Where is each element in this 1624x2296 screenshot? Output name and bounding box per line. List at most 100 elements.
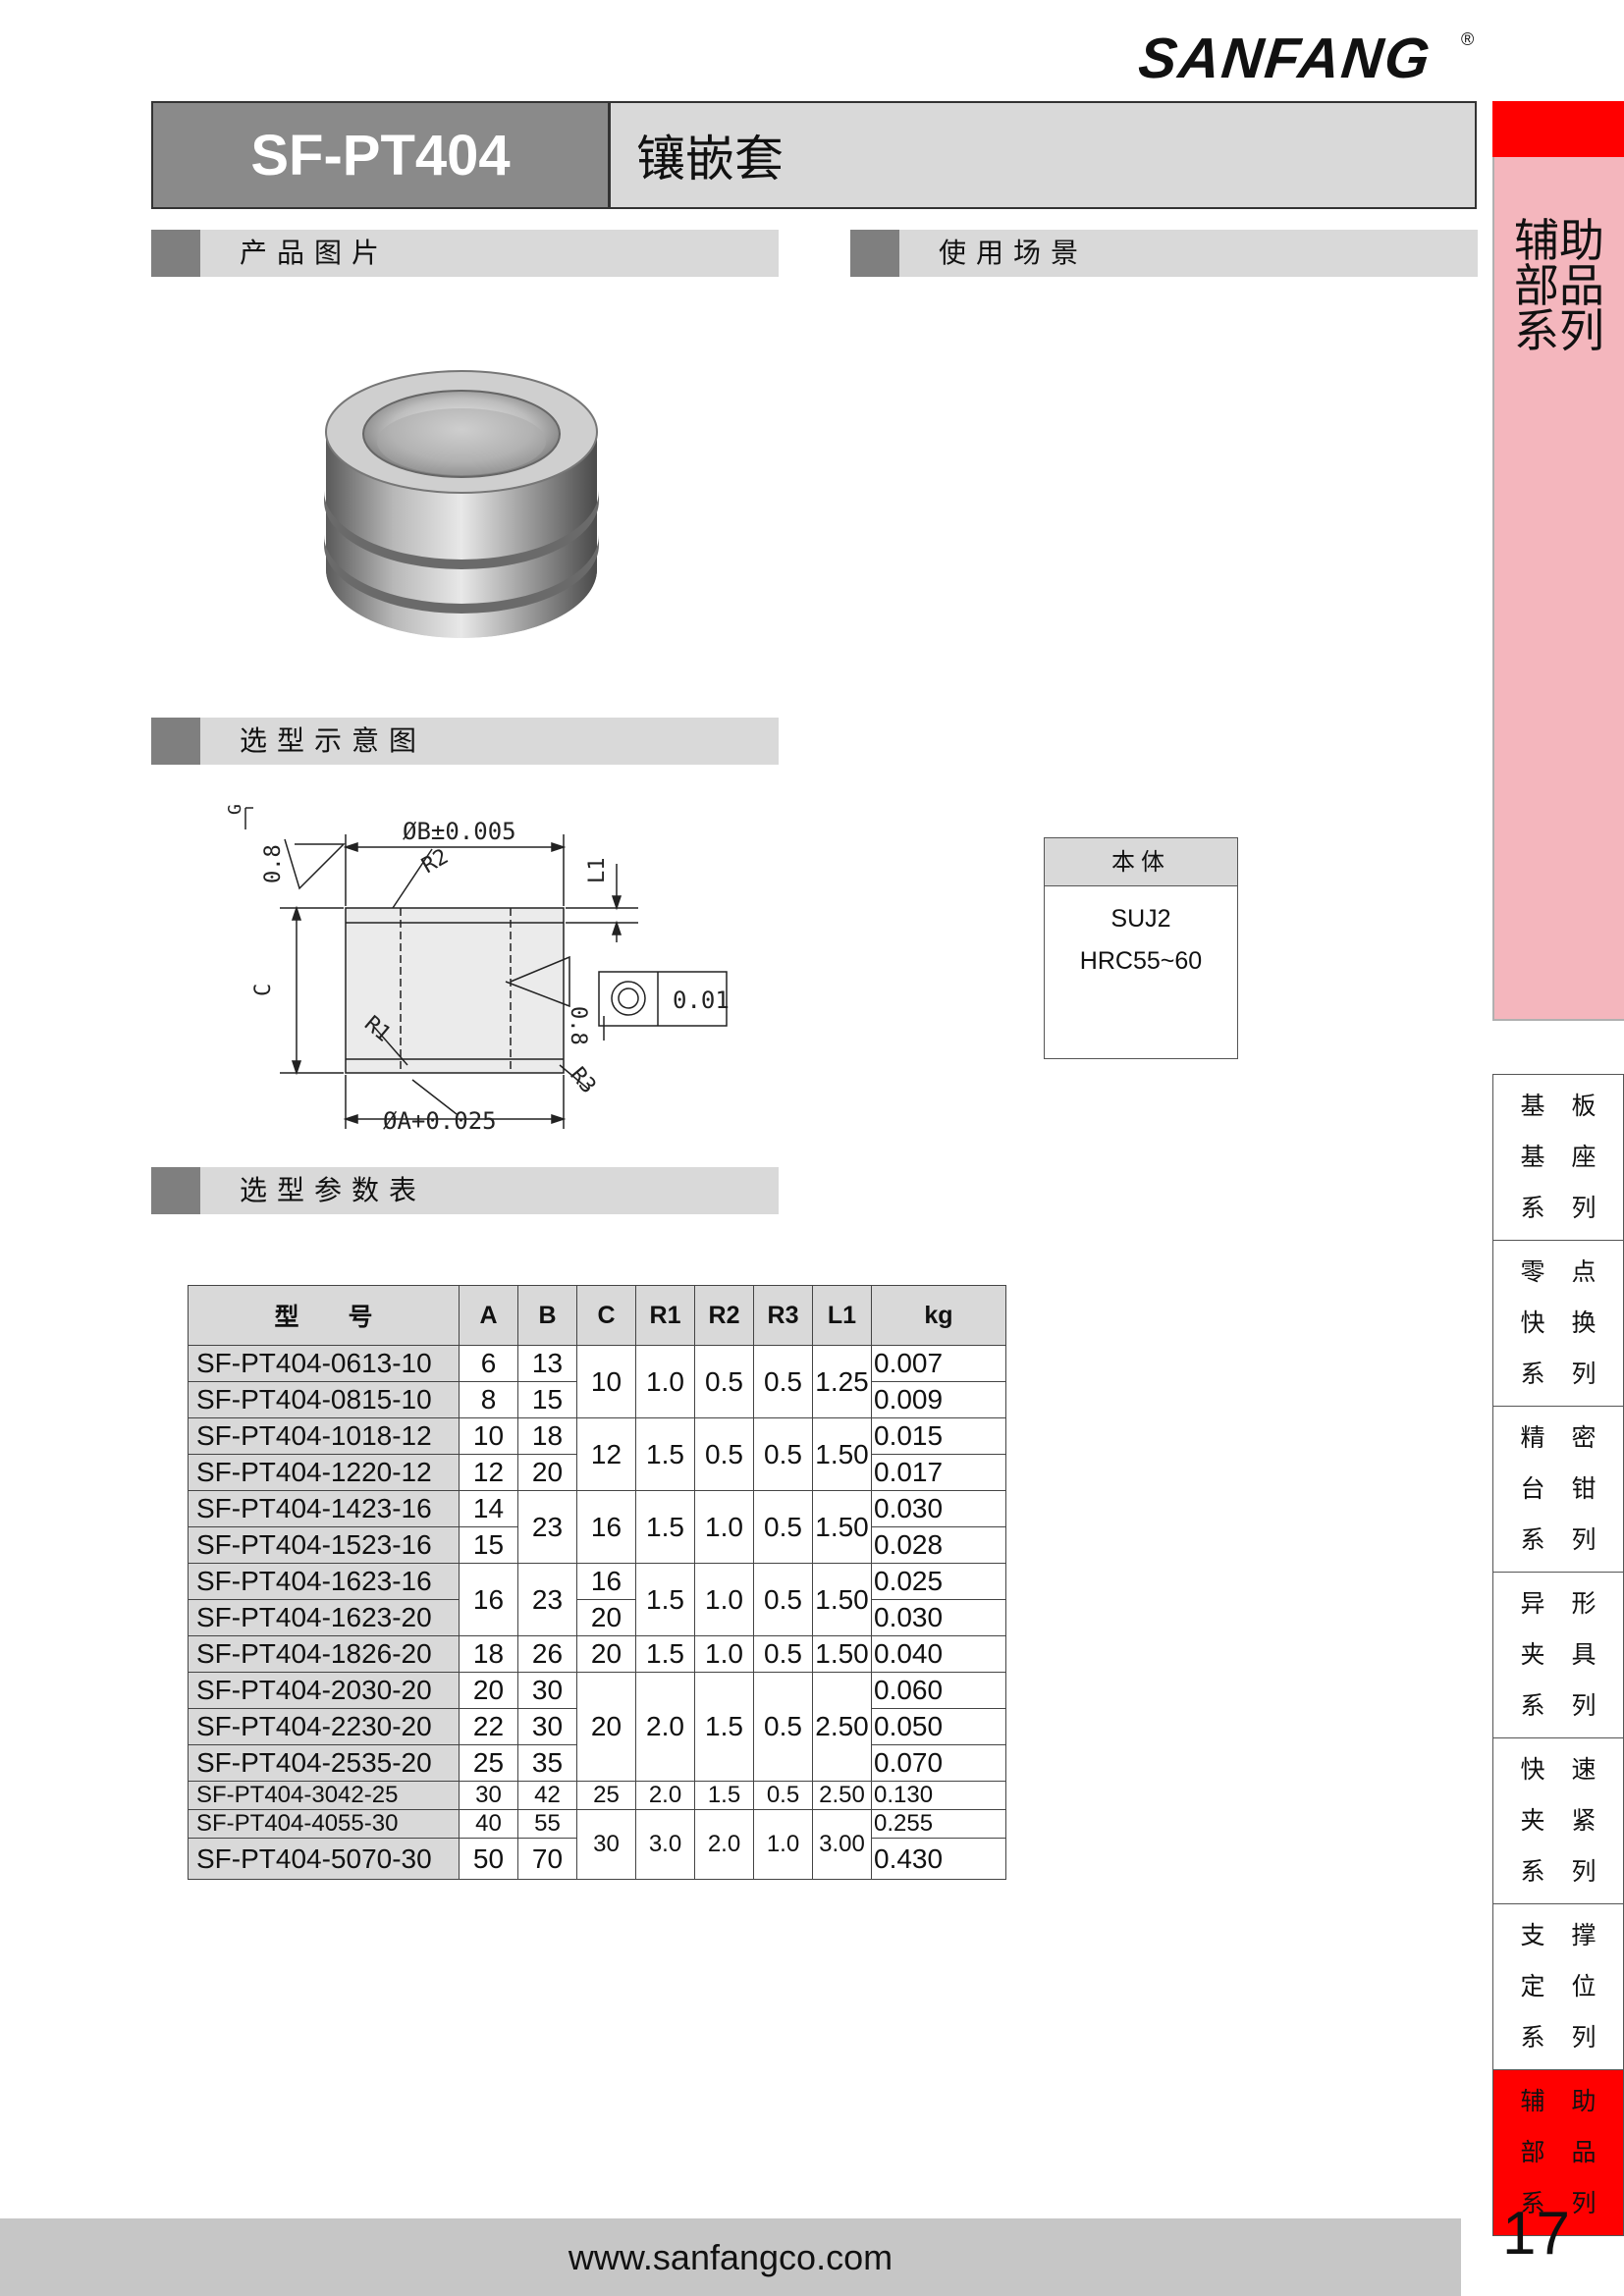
- nav-row: 系列: [1493, 1349, 1623, 1400]
- nav-group-5[interactable]: 支撑定位系列: [1492, 1903, 1624, 2069]
- nav-char: 辅: [1520, 2087, 1545, 2115]
- cell-r2: 1.5: [694, 1672, 754, 1782]
- nav-char: 列: [1571, 1857, 1597, 1886]
- cell-r3: 1.0: [753, 1809, 813, 1880]
- nav-char: 部: [1520, 2138, 1545, 2166]
- cell-r3: 0.5: [753, 1672, 813, 1782]
- nav-char: 助: [1571, 2087, 1597, 2115]
- nav-char: 列: [1571, 2189, 1597, 2217]
- cell-kg: 0.070: [871, 1744, 1006, 1782]
- nav-row: 系列: [1493, 1183, 1623, 1234]
- nav-char: 列: [1571, 2023, 1597, 2052]
- nav-group-0[interactable]: 基板基座系列: [1492, 1074, 1624, 1240]
- cell-b: 15: [517, 1381, 577, 1418]
- nav-char: 定: [1520, 1972, 1545, 2001]
- cell-c: 12: [576, 1417, 636, 1491]
- nav-char: 换: [1571, 1308, 1597, 1337]
- cell-l1: 3.00: [812, 1809, 872, 1880]
- cell-r2: 1.0: [694, 1635, 754, 1673]
- cell-l1: 1.50: [812, 1417, 872, 1491]
- nav-row: 夹紧: [1493, 1795, 1623, 1846]
- cell-a: 18: [459, 1635, 518, 1673]
- tolerance-value: 0.01: [673, 987, 730, 1014]
- cell-r1: 1.5: [635, 1563, 695, 1636]
- nav-group-4[interactable]: 快速夹紧系列: [1492, 1737, 1624, 1903]
- cell-model: SF-PT404-1018-12: [188, 1417, 460, 1455]
- nav-row: 基板: [1493, 1081, 1623, 1132]
- cell-kg: 0.028: [871, 1526, 1006, 1564]
- footer-url[interactable]: www.sanfangco.com: [568, 2237, 893, 2277]
- nav-row: 支撑: [1493, 1910, 1623, 1961]
- cell-model: SF-PT404-2030-20: [188, 1672, 460, 1709]
- nav-char: 密: [1571, 1423, 1597, 1452]
- cell-c: 16: [576, 1563, 636, 1600]
- nav-char: 列: [1571, 1691, 1597, 1720]
- nav-row: 系列: [1493, 2178, 1623, 2229]
- cell-r3: 0.5: [753, 1490, 813, 1564]
- product-photo: [324, 370, 599, 638]
- nav-char: 列: [1571, 1360, 1597, 1388]
- section-params: 选型参数表: [151, 1167, 779, 1214]
- nav-row: 系列: [1493, 2012, 1623, 2063]
- cell-r1: 1.0: [635, 1345, 695, 1418]
- cell-kg: 0.060: [871, 1672, 1006, 1709]
- cell-b: 70: [517, 1838, 577, 1880]
- nav-char: 系: [1520, 1857, 1545, 1886]
- col-l1: L1: [812, 1285, 872, 1346]
- cell-r3: 0.5: [753, 1635, 813, 1673]
- cell-kg: 0.009: [871, 1381, 1006, 1418]
- nav-group-1[interactable]: 零点快换系列: [1492, 1240, 1624, 1406]
- cell-l1: 1.50: [812, 1490, 872, 1564]
- cell-c: 20: [576, 1672, 636, 1782]
- page-number: 17: [1502, 2200, 1570, 2268]
- cell-model: SF-PT404-5070-30: [188, 1838, 460, 1880]
- cell-model: SF-PT404-1423-16: [188, 1490, 460, 1527]
- col-a: A: [459, 1285, 518, 1346]
- nav-char: 台: [1520, 1474, 1545, 1503]
- cell-c: 10: [576, 1345, 636, 1418]
- product-code: SF-PT404: [153, 103, 608, 207]
- side-tab: [1492, 157, 1624, 1021]
- side-tab-label: 辅助部品系列: [1514, 214, 1604, 357]
- cell-model: SF-PT404-1220-12: [188, 1454, 460, 1491]
- nav-char: 列: [1571, 1525, 1597, 1554]
- nav-group-2[interactable]: 精密台钳系列: [1492, 1406, 1624, 1572]
- dim-b-label: ØB±0.005: [403, 818, 516, 845]
- cell-kg: 0.040: [871, 1635, 1006, 1673]
- cell-model: SF-PT404-1623-20: [188, 1599, 460, 1636]
- nav-row: 零点: [1493, 1247, 1623, 1298]
- nav-char: 座: [1571, 1143, 1597, 1171]
- nav-group-3[interactable]: 异形夹具系列: [1492, 1572, 1624, 1737]
- technical-drawing: ØB±0.005 ØA+0.025 R2 R1 R3 C L1 0.8 0.8 …: [226, 804, 730, 1135]
- nav-char: 列: [1571, 1194, 1597, 1222]
- cell-c: 20: [576, 1599, 636, 1636]
- cell-kg: 0.030: [871, 1490, 1006, 1527]
- section-label: 选型参数表: [240, 1174, 427, 1206]
- nav-char: 快: [1520, 1755, 1545, 1784]
- nav-row: 异形: [1493, 1578, 1623, 1629]
- cell-c: 16: [576, 1490, 636, 1564]
- cell-kg: 0.025: [871, 1563, 1006, 1600]
- cell-model: SF-PT404-2535-20: [188, 1744, 460, 1782]
- cell-l1: 1.50: [812, 1635, 872, 1673]
- nav-char: 钳: [1571, 1474, 1597, 1503]
- material-grade: SUJ2: [1110, 905, 1171, 933]
- cell-b: 13: [517, 1345, 577, 1382]
- cell-l1: 1.50: [812, 1563, 872, 1636]
- dim-l1-label: L1: [585, 858, 610, 884]
- cell-a: 16: [459, 1563, 518, 1636]
- cell-b: 23: [517, 1490, 577, 1564]
- roughness-2-label: 0.8: [566, 1006, 590, 1045]
- cell-b: 23: [517, 1563, 577, 1636]
- cell-a: 22: [459, 1708, 518, 1745]
- cell-a: 10: [459, 1417, 518, 1455]
- cell-a: 30: [459, 1781, 518, 1810]
- cell-r3: 0.5: [753, 1345, 813, 1418]
- nav-char: 快: [1520, 1308, 1545, 1337]
- nav-char: 系: [1520, 2189, 1545, 2217]
